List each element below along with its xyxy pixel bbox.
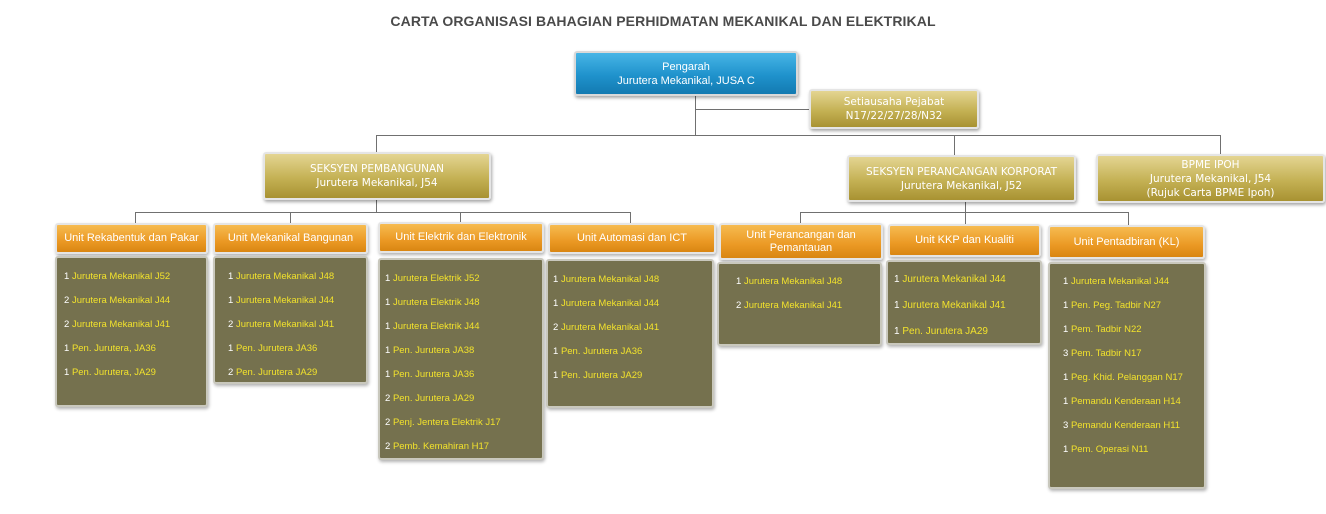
staff-item: 1 Pem. Tadbir N22 xyxy=(1063,324,1142,335)
section-name: SEKSYEN PEMBANGUNAN xyxy=(309,163,445,175)
director-title: Pengarah xyxy=(662,60,710,73)
chart-title: CARTA ORGANISASI BAHAGIAN PERHIDMATAN ME… xyxy=(390,13,936,29)
staff-item: 1 Pen. Jurutera, JA36 xyxy=(64,343,156,354)
unit-header: Unit Automasi dan ICT xyxy=(548,223,716,254)
unit-header: Unit Pentadbiran (KL) xyxy=(1048,225,1205,259)
staff-item: 2 Jurutera Mekanikal J41 xyxy=(553,322,660,333)
unit-header: Unit Perancangan dan Pemantauan xyxy=(719,223,883,260)
staff-item: 1 Jurutera Mekanikal J44 xyxy=(894,274,1006,285)
unit-header: Unit KKP dan Kualiti xyxy=(888,224,1041,257)
section-head: Jurutera Mekanikal, J54 xyxy=(316,177,438,189)
staff-item: 1 Jurutera Elektrik J44 xyxy=(385,321,480,332)
staff-item: 1 Pen. Jurutera, JA29 xyxy=(64,367,156,378)
unit-staff-list: 1 Jurutera Mekanikal J44 1 Pen. Peg. Tad… xyxy=(1048,262,1206,489)
section-bpme-ipoh-box: BPME IPOH Jurutera Mekanikal, J54 (Rujuk… xyxy=(1096,154,1325,203)
staff-item: 1 Pen. Peg. Tadbir N27 xyxy=(1063,300,1162,311)
staff-item: 3 Pemandu Kenderaan H11 xyxy=(1063,420,1181,431)
staff-item: 2 Jurutera Mekanikal J41 xyxy=(736,300,843,311)
staff-item: 1 Jurutera Mekanikal J48 xyxy=(736,276,843,287)
staff-item: 1 Jurutera Mekanikal J48 xyxy=(228,271,335,282)
staff-item: 3 Pem. Tadbir N17 xyxy=(1063,348,1142,359)
staff-item: 1 Jurutera Mekanikal J44 xyxy=(1063,276,1170,287)
unit-staff-list: 1 Jurutera Mekanikal J44 1 Jurutera Meka… xyxy=(886,260,1042,345)
unit-header: Unit Elektrik dan Elektronik xyxy=(378,222,544,253)
unit-header: Unit Rekabentuk dan Pakar xyxy=(55,223,208,254)
section-head: Jurutera Mekanikal, J54 xyxy=(1149,172,1272,185)
secretary-box: Setiausaha Pejabat N17/22/27/28/N32 xyxy=(809,89,979,129)
staff-item: 1 Peg. Khid. Pelanggan N17 xyxy=(1063,372,1183,383)
staff-item: 1 Jurutera Mekanikal J44 xyxy=(553,298,660,309)
unit-staff-list: 1 Jurutera Mekanikal J48 1 Jurutera Meka… xyxy=(546,259,714,408)
staff-item: 1 Pen. Jurutera JA29 xyxy=(894,326,988,337)
staff-item: 2 Jurutera Mekanikal J41 xyxy=(228,319,335,330)
staff-item: 1 Jurutera Elektrik J48 xyxy=(385,297,480,308)
staff-item: 1 Pen. Jurutera JA36 xyxy=(228,343,318,354)
unit-staff-list: 1 Jurutera Elektrik J52 1 Jurutera Elekt… xyxy=(378,258,544,460)
staff-item: 1 Pen. Jurutera JA36 xyxy=(553,346,643,357)
staff-item: 2 Jurutera Mekanikal J44 xyxy=(64,295,171,306)
staff-item: 1 Jurutera Mekanikal J41 xyxy=(894,300,1006,311)
staff-item: 2 Pen. Jurutera JA29 xyxy=(228,367,318,378)
unit-staff-list: 1 Jurutera Mekanikal J52 2 Jurutera Meka… xyxy=(55,256,208,407)
section-note: (Rujuk Carta BPME Ipoh) xyxy=(1146,186,1275,199)
staff-item: 2 Jurutera Mekanikal J41 xyxy=(64,319,171,330)
staff-item: 1 Pem. Operasi N11 xyxy=(1063,444,1149,455)
staff-item: 1 Pemandu Kenderaan H14 xyxy=(1063,396,1181,407)
staff-item: 1 Jurutera Elektrik J52 xyxy=(385,273,480,284)
section-head: Jurutera Mekanikal, J52 xyxy=(900,179,1023,192)
section-name: BPME IPOH xyxy=(1181,158,1240,171)
section-pembangunan-box: SEKSYEN PEMBANGUNAN Jurutera Mekanikal, … xyxy=(263,152,491,200)
staff-item: 1 Jurutera Mekanikal J52 xyxy=(64,271,171,282)
staff-item: 1 Pen. Jurutera JA36 xyxy=(385,369,475,380)
director-box: Pengarah Jurutera Mekanikal, JUSA C xyxy=(574,51,798,96)
section-name: SEKSYEN PERANCANGAN KORPORAT xyxy=(866,165,1057,178)
director-grade: Jurutera Mekanikal, JUSA C xyxy=(617,74,755,87)
secretary-title: Setiausaha Pejabat xyxy=(843,96,945,108)
unit-staff-list: 1 Jurutera Mekanikal J48 1 Jurutera Meka… xyxy=(213,256,368,384)
unit-staff-list: 1 Jurutera Mekanikal J48 2 Jurutera Meka… xyxy=(717,262,882,346)
staff-item: 1 Pen. Jurutera JA38 xyxy=(385,345,475,356)
staff-item: 2 Pen. Jurutera JA29 xyxy=(385,393,475,404)
secretary-grade: N17/22/27/28/N32 xyxy=(845,110,943,122)
staff-item: 1 Jurutera Mekanikal J44 xyxy=(228,295,335,306)
staff-item: 2 Pemb. Kemahiran H17 xyxy=(385,441,490,452)
staff-item: 1 Jurutera Mekanikal J48 xyxy=(553,274,660,285)
staff-item: 2 Penj. Jentera Elektrik J17 xyxy=(385,417,501,428)
unit-header: Unit Mekanikal Bangunan xyxy=(213,223,368,254)
section-perancangan-korporat-box: SEKSYEN PERANCANGAN KORPORAT Jurutera Me… xyxy=(847,155,1076,202)
staff-item: 1 Pen. Jurutera JA29 xyxy=(553,370,643,381)
